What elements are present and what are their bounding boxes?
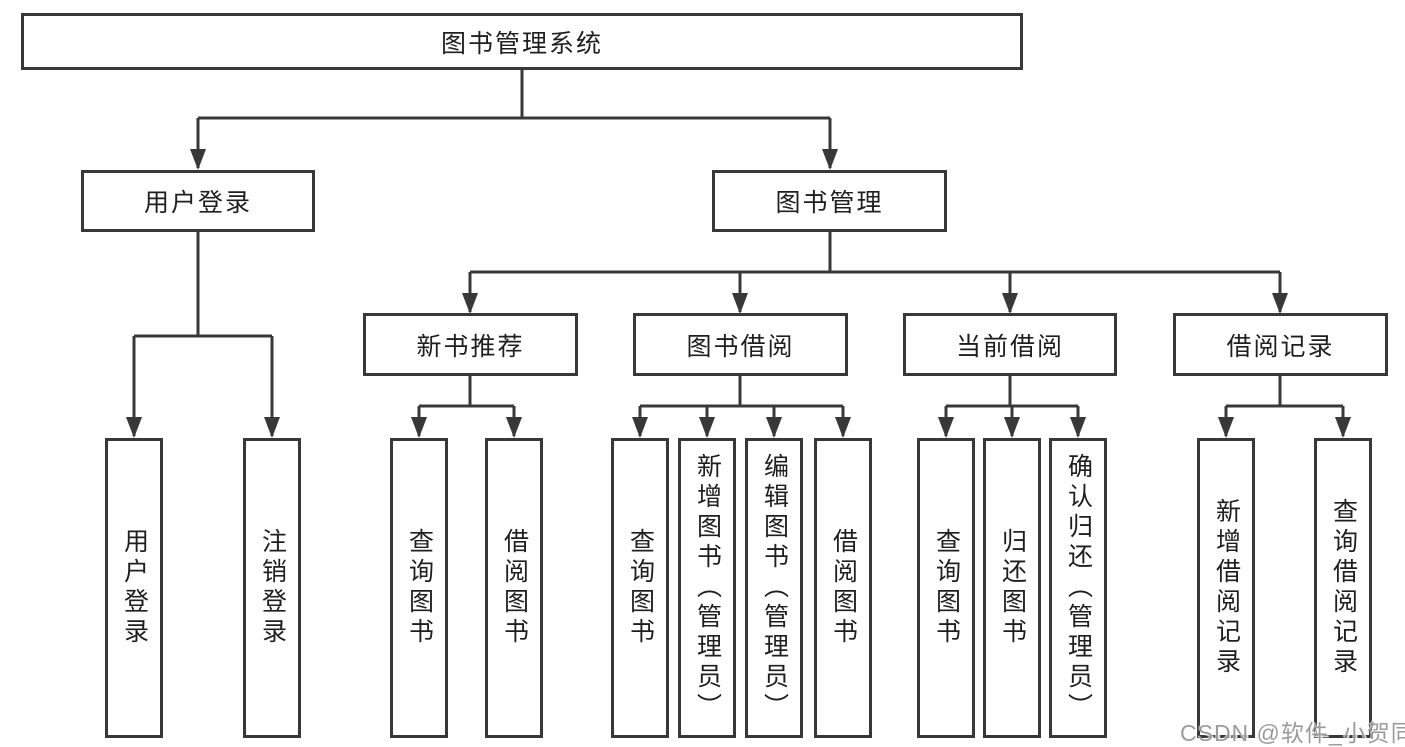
leaf-add-books-admin: 新增图书（管理员） [678,438,736,738]
node-new-book-recommend: 新书推荐 [363,313,578,376]
leaf-label: 注销登录 [258,528,287,648]
leaf-borrow-books: 借阅图书 [814,438,872,738]
leaf-query-books-current: 查询图书 [917,438,975,738]
node-book-management: 图书管理 [712,170,947,232]
leaf-label: 借阅图书 [829,528,858,648]
leaf-label: 归还图书 [998,528,1027,648]
leaf-add-borrow-record: 新增借阅记录 [1197,438,1255,738]
node-user-login: 用户登录 [81,170,315,232]
leaf-label: 编辑图书（管理员） [760,453,789,723]
leaf-return-books: 归还图书 [983,438,1041,738]
leaf-confirm-return-admin: 确认归还（管理员） [1049,438,1107,738]
leaf-label: 用户登录 [120,528,149,648]
leaf-label: 新增借阅记录 [1212,498,1241,678]
leaf-edit-books-admin: 编辑图书（管理员） [745,438,803,738]
connector-borrow-records-branch [1218,376,1351,438]
node-book-borrow: 图书借阅 [633,313,848,376]
leaf-label: 查询图书 [932,528,961,648]
leaf-label: 借阅图书 [500,528,529,648]
leaf-label: 确认归还（管理员） [1064,453,1093,723]
leaf-query-books-borrow: 查询图书 [611,438,669,738]
leaf-label: 查询图书 [626,528,655,648]
leaf-logout: 注销登录 [243,438,301,738]
csdn-watermark: CSDN @软件_小贺同学 [1180,720,1405,746]
node-borrow-records: 借阅记录 [1173,313,1388,376]
leaf-label: 查询图书 [405,528,434,648]
node-current-borrow: 当前借阅 [903,313,1117,376]
node-library-management-system: 图书管理系统 [21,13,1023,70]
connector-book-borrow-branch [632,376,851,438]
connector-new-book-recommend-branch [411,376,522,438]
connector-user-login-branch [126,232,280,438]
leaf-query-books-recommend: 查询图书 [390,438,448,738]
connector-book-management-branch [462,232,1288,314]
leaf-query-borrow-record: 查询借阅记录 [1314,438,1372,738]
connector-root-to-level2 [190,70,838,170]
connector-current-borrow-branch [938,376,1086,438]
leaf-label: 新增图书（管理员） [693,453,722,723]
leaf-borrow-books-recommend: 借阅图书 [485,438,543,738]
leaf-user-login: 用户登录 [105,438,163,738]
leaf-label: 查询借阅记录 [1329,498,1358,678]
